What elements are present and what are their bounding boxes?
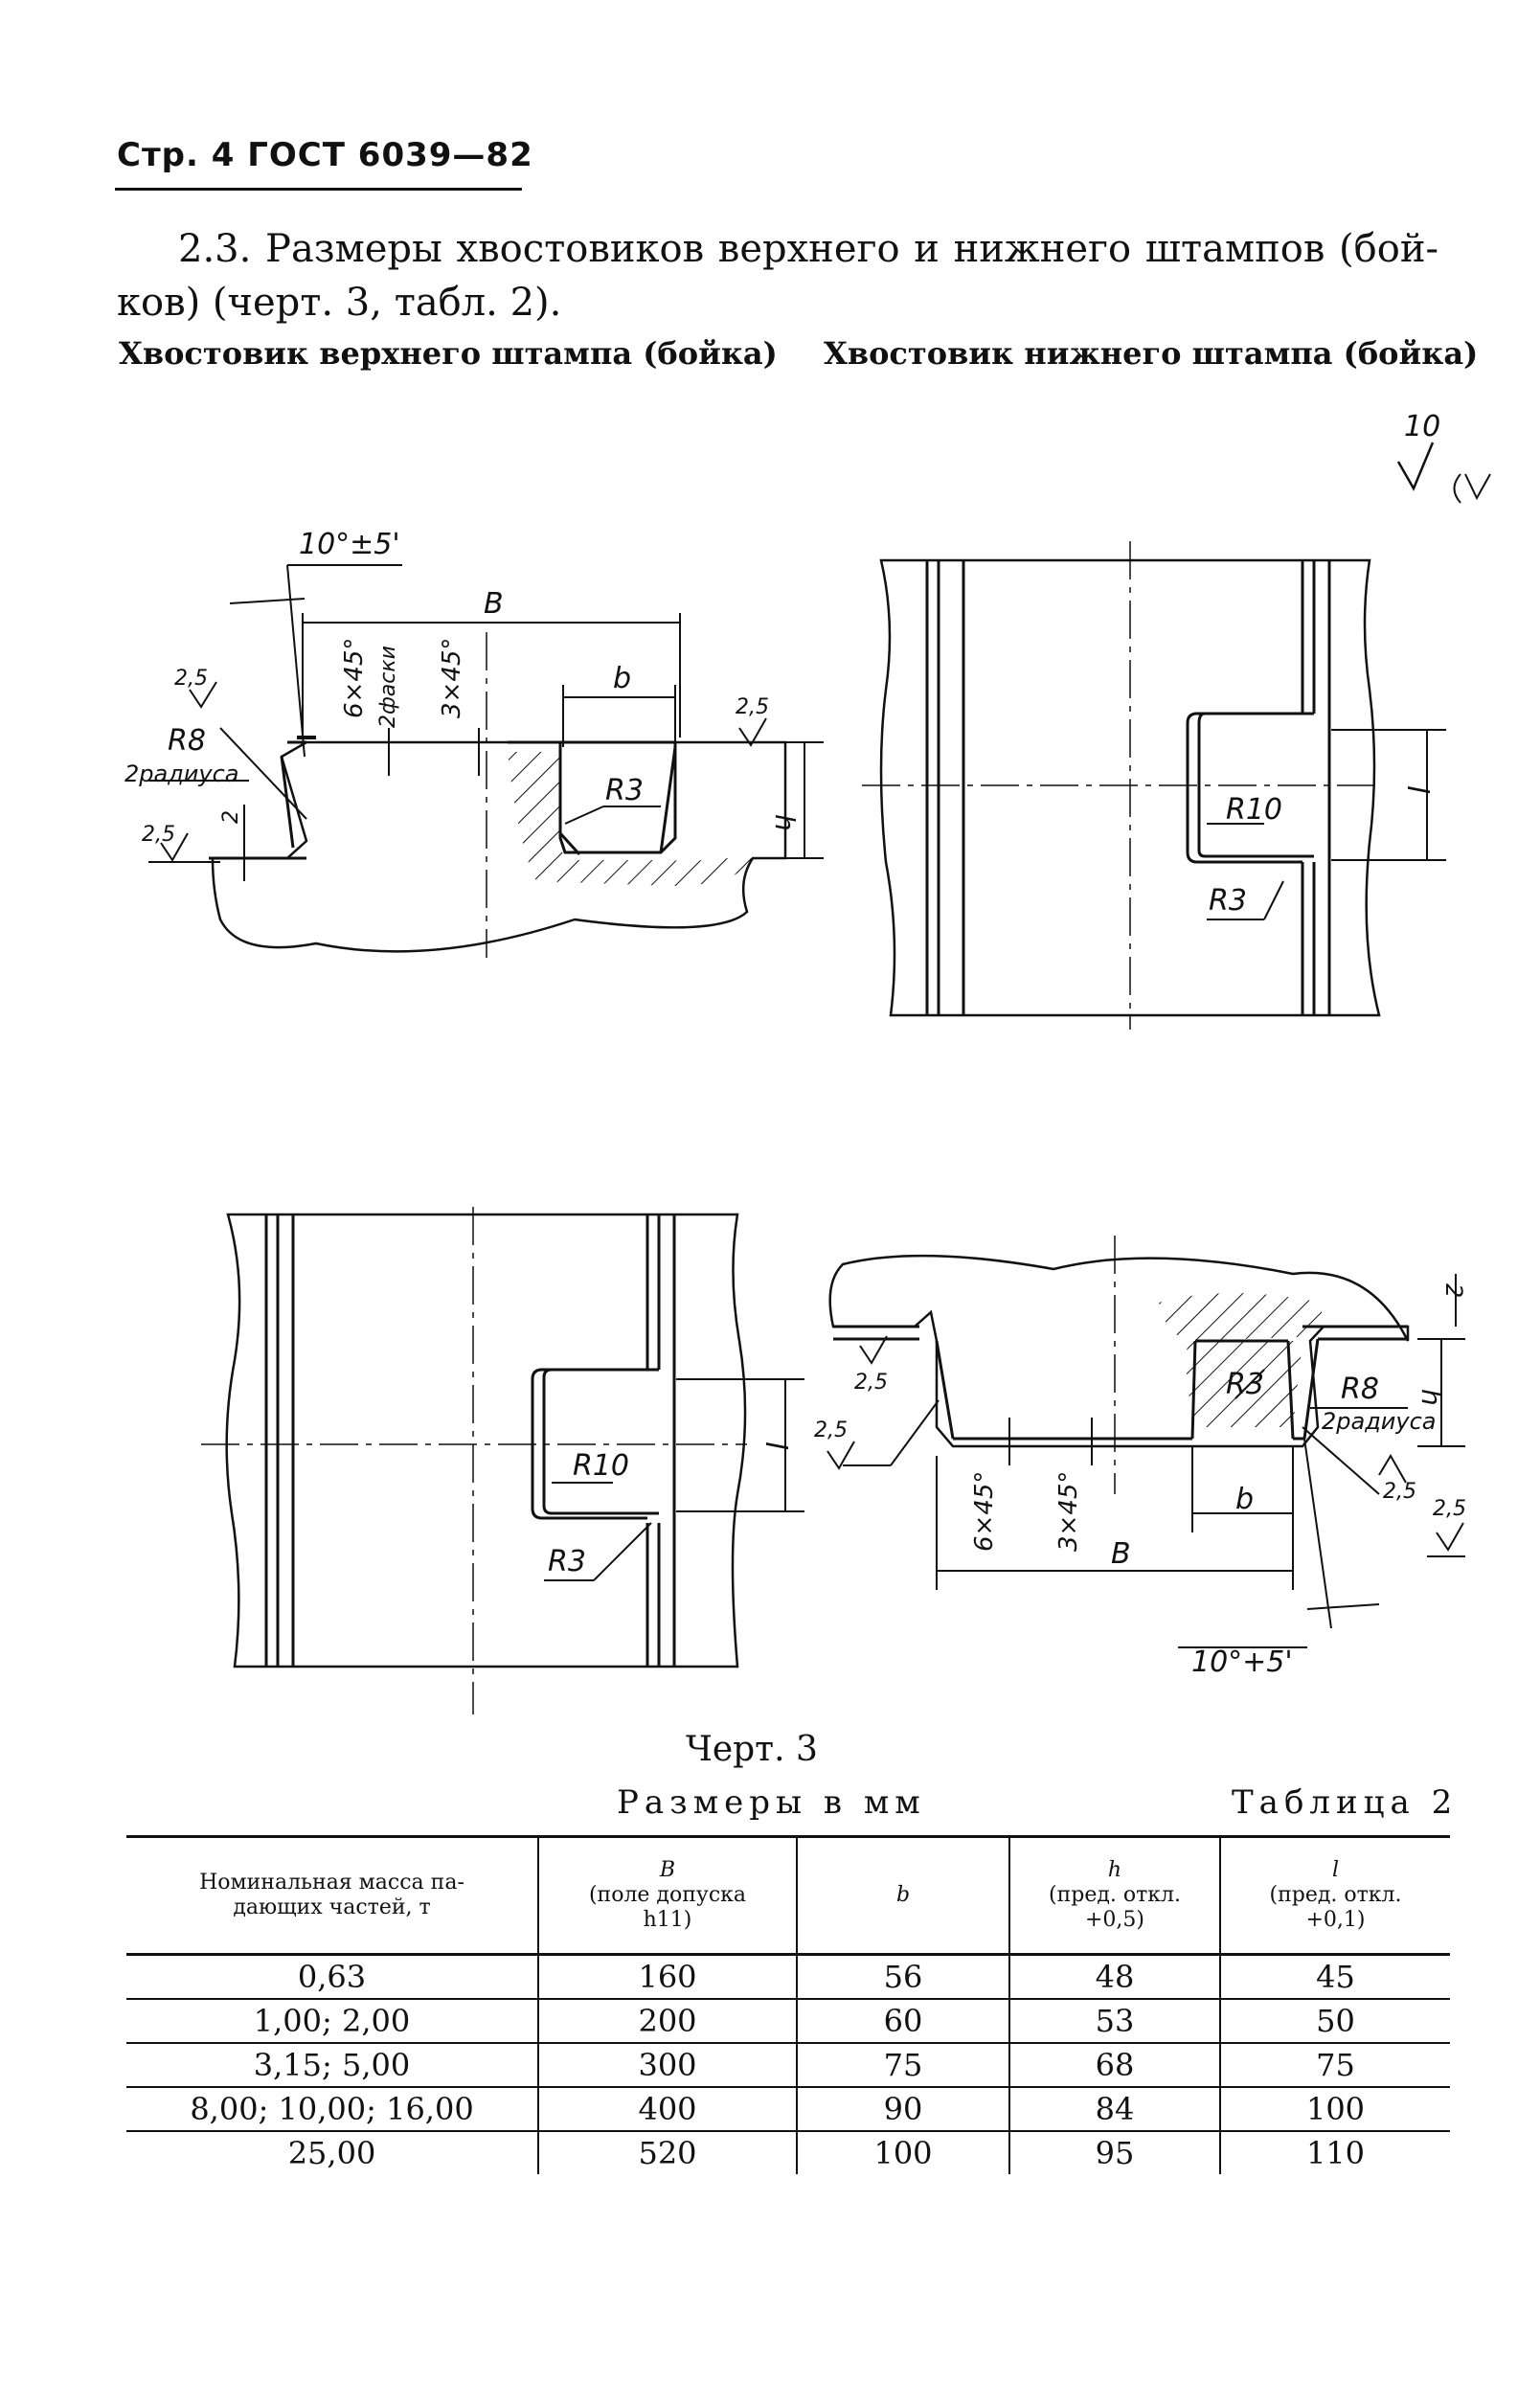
plan-view-upper: [862, 541, 1446, 1030]
cell-B: 160: [537, 1954, 797, 2000]
chamfer-label-3x45-lower: 3×45°: [1054, 1471, 1083, 1552]
roughness-label-lower-2: 2,5: [814, 1418, 848, 1442]
cell-b: 60: [796, 1999, 1009, 2044]
chamfer-label-3x45-upper: 3×45°: [438, 638, 466, 718]
radius-label-R8-upper: R8: [168, 724, 206, 758]
lower-die-section: [827, 1236, 1465, 1648]
units-caption: Размеры в мм: [617, 1783, 926, 1822]
dim-label-2-lower: 2: [1440, 1283, 1467, 1298]
roughness-label-lower-3: 2,5: [1383, 1480, 1416, 1504]
cell-h: 68: [1008, 2043, 1220, 2088]
header-rule: [115, 188, 522, 191]
dim-label-2-upper: 2: [219, 810, 243, 824]
header-B: B(поле допуска h11): [537, 1835, 797, 1956]
dim-label-h-lower: h: [1415, 1389, 1447, 1406]
upper-die-section: [148, 442, 1491, 958]
table-row: 0,63 160 56 48 45: [126, 1954, 1450, 2000]
cell-b: 100: [796, 2131, 1009, 2174]
cell-b: 56: [796, 1954, 1009, 2000]
cell-mass: 8,00; 10,00; 16,00: [126, 2087, 538, 2132]
header-mass: Номинальная масса па- дающих частей, т: [126, 1835, 538, 1956]
cell-l: 50: [1219, 1999, 1450, 2044]
cell-h: 48: [1008, 1954, 1220, 2000]
cell-B: 300: [537, 2043, 797, 2088]
table-header-row: Номинальная масса па- дающих частей, т B…: [126, 1835, 1450, 1956]
cell-h: 84: [1008, 2087, 1220, 2132]
angle-label-upper: 10°±5': [299, 528, 400, 561]
dim-label-h-upper: h: [769, 814, 801, 831]
header-b: b: [796, 1835, 1009, 1956]
dim-label-b-lower: b: [1235, 1483, 1254, 1516]
header-l: l(пред. откл. +0,1): [1219, 1835, 1450, 1956]
page-header: Стр. 4 ГОСТ 6039—82: [117, 136, 533, 174]
caption-upper-die: Хвостовик верхнего штампа (бойка): [119, 335, 778, 372]
technical-drawing: 10 10°±5' B b h 6×45° 2фаски 3×45° 2,5 R…: [125, 410, 1491, 1714]
table-row: 1,00; 2,00 200 60 53 50: [126, 1999, 1450, 2044]
cell-mass: 3,15; 5,00: [126, 2043, 538, 2088]
radius-label-R3-plan-lower: R3: [548, 1545, 586, 1578]
table-row: 8,00; 10,00; 16,00 400 90 84 100: [126, 2087, 1450, 2132]
cell-b: 75: [796, 2043, 1009, 2088]
cell-l: 100: [1219, 2087, 1450, 2132]
radius-label-R3-plan-upper: R3: [1209, 884, 1247, 918]
roughness-label-upper-1: 2,5: [174, 667, 208, 691]
radius-label-R3-upper: R3: [605, 774, 644, 807]
roughness-label-lower-1: 2,5: [854, 1371, 888, 1395]
chamfer-label-6x45-upper: 6×45°: [340, 638, 369, 718]
section-paragraph: 2.3. Размеры хвостовиков верхнего и нижн…: [117, 222, 1438, 329]
header-h: h(пред. откл. +0,5): [1008, 1835, 1220, 1956]
table-row: 3,15; 5,00 300 75 68 75: [126, 2043, 1450, 2088]
radius-label-R10-plan-lower: R10: [573, 1449, 629, 1483]
dim-label-l-plan-upper: l: [1400, 785, 1434, 794]
dim-label-b-upper: b: [613, 662, 631, 695]
cell-b: 90: [796, 2087, 1009, 2132]
dim-label-B-upper: B: [484, 587, 504, 621]
paragraph-line-2: ков) (черт. 3, табл. 2).: [117, 281, 562, 325]
cell-l: 75: [1219, 2043, 1450, 2088]
cell-mass: 1,00; 2,00: [126, 1999, 538, 2044]
table-number: Таблица 2: [1232, 1783, 1459, 1822]
figure-caption: Черт. 3: [686, 1730, 818, 1769]
plan-view-lower: [201, 1207, 804, 1714]
angle-label-lower: 10°+5': [1191, 1645, 1293, 1679]
roughness-label-10: 10: [1404, 410, 1440, 443]
cell-B: 200: [537, 1999, 797, 2044]
radius-label-R8-lower: R8: [1341, 1373, 1379, 1406]
radius-label-R3-lower: R3: [1226, 1368, 1264, 1401]
caption-lower-die: Хвостовик нижнего штампа (бойка): [824, 335, 1479, 372]
chamfer-label-6x45-lower: 6×45°: [970, 1471, 999, 1552]
dim-label-l-plan-lower: l: [759, 1441, 792, 1450]
table-row: 25,00 520 100 95 110: [126, 2131, 1450, 2174]
dimensions-table: Номинальная масса па- дающих частей, т B…: [126, 1835, 1450, 2174]
radius-label-2r-upper: 2радиуса: [125, 760, 239, 787]
paragraph-line-1: 2.3. Размеры хвостовиков верхнего и нижн…: [178, 227, 1438, 271]
roughness-label-upper-3: 2,5: [736, 695, 769, 719]
cell-l: 45: [1219, 1954, 1450, 2000]
cell-B: 520: [537, 2131, 797, 2174]
chamfer-label-2-upper: 2фаски: [376, 646, 400, 728]
cell-B: 400: [537, 2087, 797, 2132]
cell-mass: 25,00: [287, 2135, 376, 2171]
cell-h: 95: [1008, 2131, 1220, 2174]
roughness-label-upper-2: 2,5: [142, 823, 175, 847]
cell-mass: 0,63: [126, 1954, 538, 2000]
cell-h: 53: [1008, 1999, 1220, 2044]
dim-label-B-lower: B: [1111, 1537, 1131, 1571]
radius-label-R10-plan-upper: R10: [1226, 793, 1282, 827]
cell-l: 110: [1219, 2131, 1450, 2174]
roughness-label-lower-4: 2,5: [1433, 1497, 1466, 1521]
radius-label-2r-lower: 2радиуса: [1322, 1408, 1437, 1435]
